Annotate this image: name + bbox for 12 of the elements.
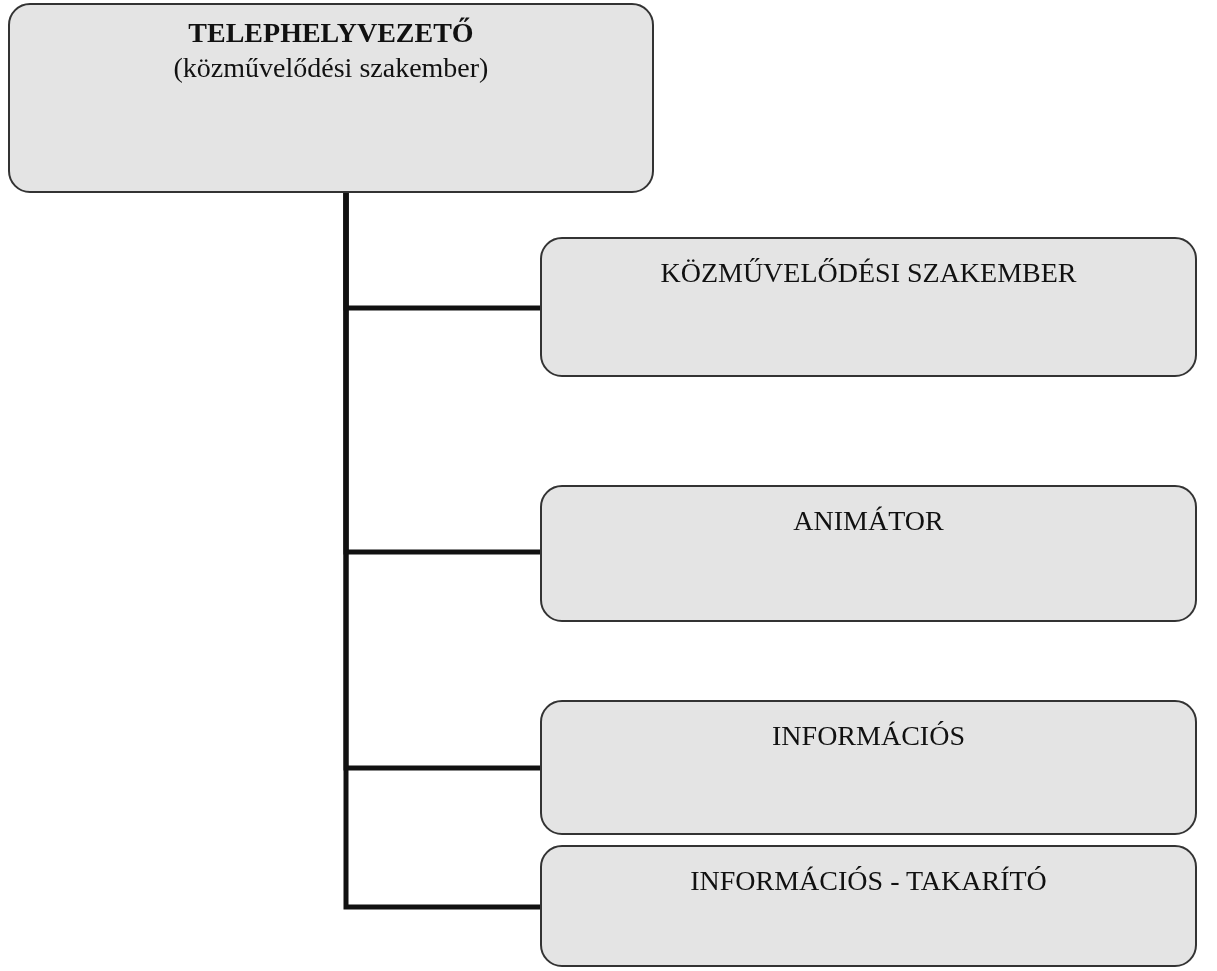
org-box [540,485,1197,622]
org-box [8,3,654,193]
role-label: KÖZMŰVELŐDÉSI SZAKEMBER [659,256,1078,290]
title-text: TELEPHELYVEZETŐ [187,16,475,50]
org-box [540,237,1197,377]
org-box [540,845,1197,967]
org-box [540,700,1197,835]
role-label: ANIMÁTOR [792,504,945,538]
connector-line [343,193,540,910]
role-label: INFORMÁCIÓS [771,719,966,753]
role-label: INFORMÁCIÓS - TAKARÍTÓ [689,864,1048,898]
subtitle-text: (közművelődési szakember) [172,51,490,85]
